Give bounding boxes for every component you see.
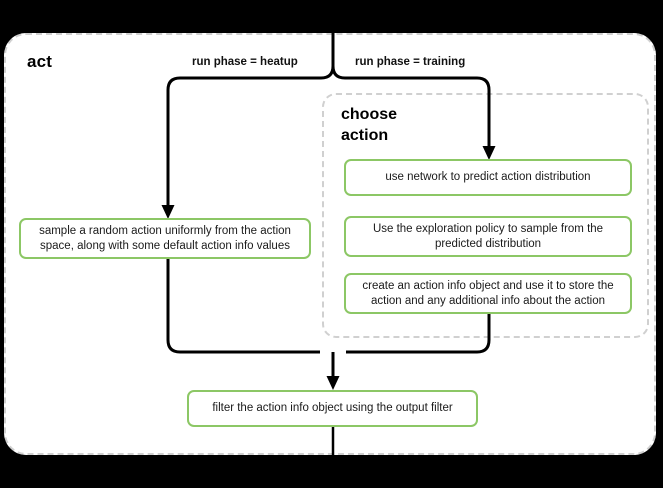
subgroup-title: choose action [341, 106, 398, 144]
node-use-network-predict[interactable]: use network to predict action distributi… [344, 159, 632, 196]
edge-label-heatup: run phase = heatup [192, 56, 298, 68]
edge-label-training: run phase = training [355, 56, 466, 68]
node-filter-output[interactable]: filter the action info object using the … [187, 390, 478, 427]
node-create-action-info[interactable]: create an action info object and use it … [344, 273, 632, 314]
node-sample-random-action[interactable]: sample a random action uniformly from th… [19, 218, 311, 259]
node-exploration-policy[interactable]: Use the exploration policy to sample fro… [344, 216, 632, 257]
page-title: act [27, 52, 53, 71]
